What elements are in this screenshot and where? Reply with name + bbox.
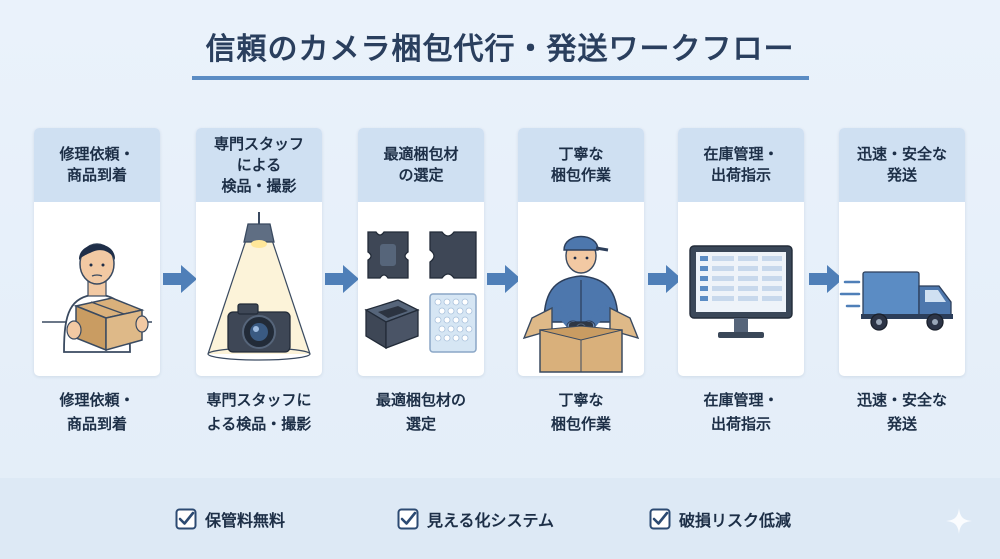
camera-spotlight-icon [196,202,322,376]
step-header-6: 迅速・安全な 発送 [839,128,965,202]
feature-2: 見える化システム [397,506,554,532]
feature-1: 保管料無料 [175,506,285,532]
step-header-5-line1: 在庫管理・ [703,145,779,163]
person-holding-box-icon [34,202,160,376]
step-header-4-line2: 梱包作業 [550,166,611,184]
step-header-3-line1: 最適梱包材 [383,145,459,163]
packing-materials-icon [358,202,484,376]
step-header-6-line1: 迅速・安全な [856,145,947,163]
step-header-4: 丁寧な 梱包作業 [518,128,644,202]
step-card-2: 専門スタッフ による 検品・撮影 [196,128,322,376]
step-card-3: 最適梱包材 の選定 [358,128,484,376]
step-caption-6-line1: 迅速・安全な [856,391,947,409]
step-header-2-line3: 検品・撮影 [221,176,297,195]
step-header-5-line2: 出荷指示 [710,166,771,184]
step-caption-1-line1: 修理依頼・ [59,391,135,409]
step-caption-2-line2: よる検品・撮影 [206,415,312,433]
step-caption-2: 専門スタッフに よる検品・撮影 [184,388,334,436]
step-caption-5: 在庫管理・ 出荷指示 [666,388,816,436]
step-caption-2-line1: 専門スタッフに [206,391,312,409]
arrow-right-icon [163,265,197,293]
step-header-3: 最適梱包材 の選定 [358,128,484,202]
step-header-1-line2: 商品到着 [66,166,127,184]
step-caption-4-line2: 梱包作業 [550,415,611,433]
step-header-2-line1: 専門スタッフ [213,134,304,153]
step-header-5: 在庫管理・ 出荷指示 [678,128,804,202]
step-header-2: 専門スタッフ による 検品・撮影 [196,128,322,202]
step-header-1-line1: 修理依頼・ [59,145,135,163]
step-caption-6-line2: 発送 [886,415,917,433]
step-header-6-line2: 発送 [886,166,917,184]
step-header-2-line2: による [236,155,282,174]
page-title: 信頼のカメラ梱包代行・発送ワークフロー [191,24,809,80]
step-card-6: 迅速・安全な 発送 [839,128,965,376]
step-header-3-line2: の選定 [398,166,444,184]
feature-3: 破損リスク低減 [649,506,791,532]
step-card-1: 修理依頼・ 商品到着 [34,128,160,376]
delivery-truck-icon [839,202,965,376]
arrow-right-icon [325,265,359,293]
step-caption-5-line1: 在庫管理・ [703,391,779,409]
arrow-right-icon [648,265,682,293]
title-wrap: 信頼のカメラ梱包代行・発送ワークフロー [0,24,1000,80]
workflow: 修理依頼・ 商品到着 [22,128,977,436]
arrow-right-icon [487,265,521,293]
sparkle-icon [946,508,972,534]
step-caption-4-line1: 丁寧な [558,391,604,409]
checkbox-icon [397,508,419,530]
step-caption-1: 修理依頼・ 商品到着 [22,388,172,436]
step-caption-3-line1: 最適梱包材の [375,391,466,409]
feature-3-label: 破損リスク低減 [679,511,792,530]
feature-1-label: 保管料無料 [205,511,286,530]
step-caption-4: 丁寧な 梱包作業 [506,388,656,436]
feature-2-label: 見える化システム [427,511,555,530]
worker-packing-icon [518,202,644,376]
monitor-inventory-icon [678,202,804,376]
step-caption-6: 迅速・安全な 発送 [827,388,977,436]
step-header-4-line1: 丁寧な [558,145,604,163]
features-bar [0,478,1000,559]
step-caption-3: 最適梱包材の 選定 [346,388,496,436]
checkbox-icon [649,508,671,530]
step-caption-1-line2: 商品到着 [66,415,127,433]
arrow-right-icon [809,265,843,293]
step-header-1: 修理依頼・ 商品到着 [34,128,160,202]
step-caption-5-line2: 出荷指示 [710,415,771,433]
step-card-5: 在庫管理・ 出荷指示 [678,128,804,376]
step-caption-3-line2: 選定 [405,415,436,433]
checkbox-icon [175,508,197,530]
step-card-4: 丁寧な 梱包作業 [518,128,644,376]
